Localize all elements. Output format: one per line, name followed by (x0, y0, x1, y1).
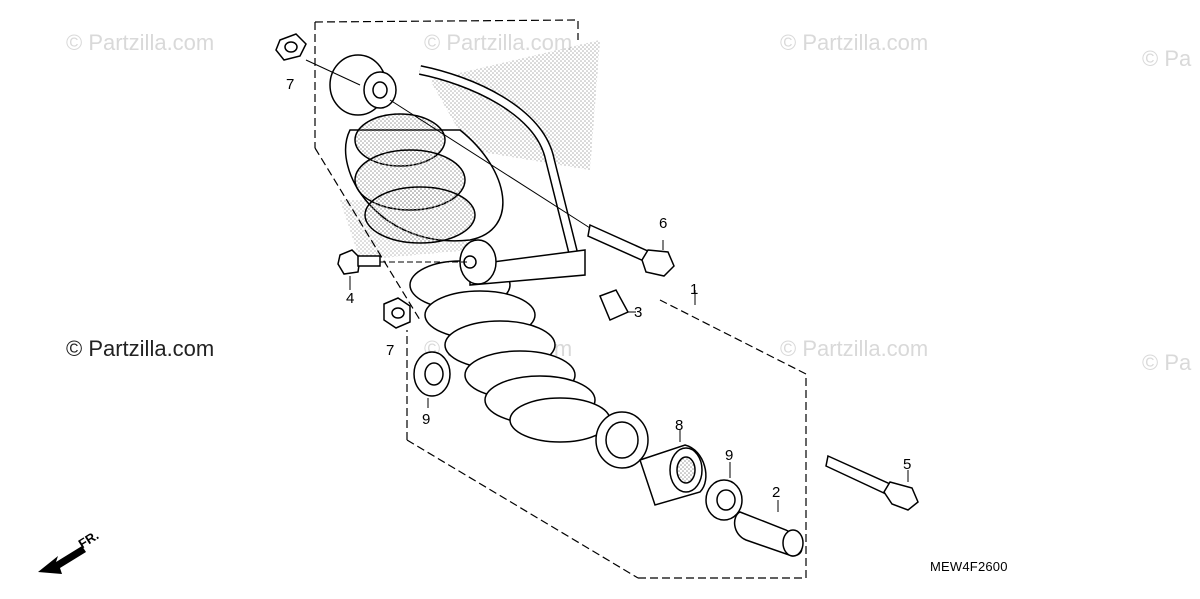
callout-5: 5 (903, 456, 912, 473)
callout-9: 9 (725, 447, 734, 464)
main-watermark: © Partzilla.com (66, 336, 215, 361)
callout-9: 9 (422, 411, 431, 428)
watermark: © Partzilla.com (780, 30, 929, 55)
watermark: © Partzilla.com (66, 30, 215, 55)
callout-3: 3 (634, 304, 643, 321)
watermark: © Partzilla.com (424, 30, 573, 55)
callout-2: 2 (772, 484, 781, 501)
watermark: © Pa (1142, 46, 1192, 71)
callout-6: 6 (659, 215, 668, 232)
callout-7: 7 (286, 76, 295, 93)
callout-8: 8 (675, 417, 684, 434)
callout-4: 4 (346, 290, 355, 307)
callout-7: 7 (386, 342, 395, 359)
diagram-code: MEW4F2600 (930, 559, 1008, 574)
front-direction-arrow-icon (38, 546, 86, 574)
watermark: © Partzilla.com (780, 336, 929, 361)
watermark: © Pa (1142, 350, 1192, 375)
callout-1: 1 (690, 281, 699, 298)
